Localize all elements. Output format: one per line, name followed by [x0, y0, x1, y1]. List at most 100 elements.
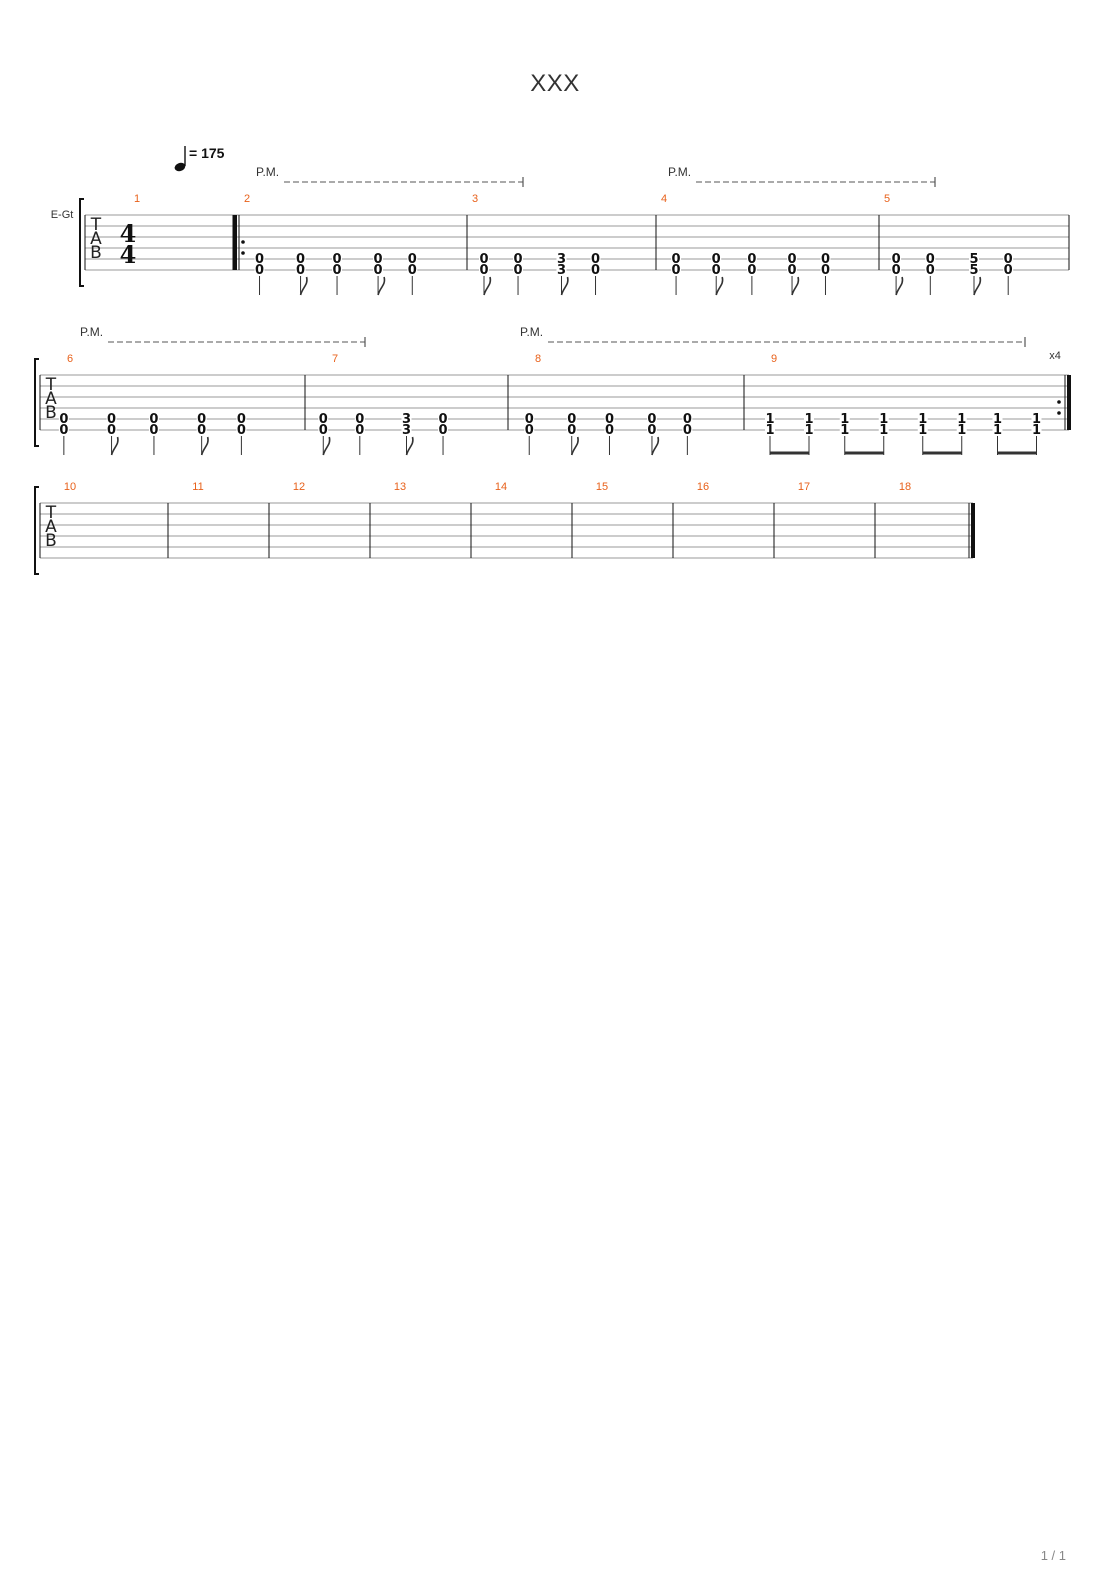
fret-background — [148, 424, 159, 435]
fret-background — [236, 413, 247, 424]
eighth-flag — [405, 436, 414, 456]
fret-number: 1 — [840, 412, 849, 427]
measure-number: 18 — [899, 481, 911, 493]
note-chord: 00 — [711, 252, 724, 296]
fret-number: 1 — [918, 412, 927, 427]
fret-number: 0 — [479, 263, 488, 278]
tempo-marking: = 175 — [174, 145, 225, 172]
fret-number: 0 — [333, 263, 342, 278]
fret-number: 0 — [149, 423, 158, 438]
fret-background — [438, 424, 449, 435]
palm-mute-label: P.M. — [668, 165, 691, 179]
fret-background — [566, 424, 577, 435]
fret-number: 3 — [557, 252, 566, 267]
repeat-dot — [1057, 411, 1061, 415]
eighth-flag — [715, 276, 724, 296]
fret-background — [295, 264, 306, 275]
measure-number: 7 — [332, 353, 338, 365]
fret-number: 0 — [712, 252, 721, 267]
note-chord: 00 — [148, 412, 159, 455]
fret-number: 0 — [374, 252, 383, 267]
note-chord: 11 — [878, 412, 889, 455]
fret-number: 0 — [647, 423, 656, 438]
fret-number: 1 — [918, 423, 927, 438]
note-chord: 00 — [604, 412, 615, 455]
note-chord: 11 — [992, 412, 1003, 455]
fret-background — [106, 413, 117, 424]
fret-background — [746, 253, 757, 264]
fret-background — [604, 413, 615, 424]
measure-number: 11 — [192, 481, 203, 493]
fret-background — [956, 413, 967, 424]
measure-number: 1 — [134, 193, 140, 205]
fret-background — [556, 253, 567, 264]
fret-background — [992, 413, 1003, 424]
fret-background — [917, 424, 928, 435]
eighth-flag — [570, 436, 579, 456]
eighth-flag — [973, 276, 982, 296]
tab-clef-a: A — [45, 389, 57, 409]
fret-number: 0 — [567, 423, 576, 438]
fret-background — [765, 424, 775, 435]
fret-background — [992, 424, 1003, 435]
fret-number: 0 — [514, 252, 523, 267]
fret-background — [646, 424, 657, 435]
fret-number: 0 — [319, 412, 328, 427]
fret-number: 0 — [197, 423, 206, 438]
measure-number: 17 — [798, 481, 810, 493]
fret-number: 0 — [747, 252, 756, 267]
fret-number: 0 — [333, 252, 342, 267]
fret-background — [925, 264, 936, 275]
measure-number: 5 — [884, 193, 890, 205]
fret-number: 0 — [672, 263, 681, 278]
fret-number: 0 — [237, 412, 246, 427]
eighth-flag — [895, 276, 904, 296]
note-chord: 11 — [804, 412, 814, 455]
fret-background — [373, 253, 384, 264]
note-chord: 00 — [820, 252, 831, 295]
fret-number: 1 — [840, 423, 849, 438]
measure-number: 8 — [535, 353, 541, 365]
fret-background — [254, 253, 265, 264]
fret-number: 0 — [355, 423, 364, 438]
fret-background — [254, 264, 265, 275]
fret-number: 0 — [525, 423, 534, 438]
measure-number: 12 — [293, 481, 305, 493]
fret-number: 0 — [107, 423, 116, 438]
note-chord: 00 — [513, 252, 524, 295]
fret-number: 0 — [514, 263, 523, 278]
fret-background — [820, 264, 831, 275]
fret-number: 0 — [747, 263, 756, 278]
fret-background — [438, 413, 449, 424]
fret-background — [106, 424, 117, 435]
note-chord: 00 — [1003, 252, 1014, 295]
palm-mute-marking: P.M. — [520, 325, 1026, 347]
note-chord: 00 — [891, 252, 904, 296]
eighth-flag — [791, 276, 800, 296]
fret-background — [236, 424, 247, 435]
note-chord: 00 — [746, 252, 757, 295]
measure-number: 9 — [771, 353, 777, 365]
fret-background — [671, 264, 682, 275]
fret-number: 0 — [197, 412, 206, 427]
fret-number: 0 — [647, 412, 656, 427]
fret-number: 0 — [479, 252, 488, 267]
fret-background — [58, 424, 69, 435]
tab-clef-b: B — [45, 531, 57, 551]
note-chord: 00 — [332, 252, 343, 295]
measure-16: 16 — [697, 481, 775, 558]
fret-number: 0 — [605, 423, 614, 438]
fret-background — [590, 264, 601, 275]
fret-background — [479, 253, 490, 264]
fret-number: 1 — [993, 412, 1002, 427]
eighth-flag — [322, 436, 331, 456]
fret-number: 0 — [255, 263, 264, 278]
fret-background — [354, 424, 365, 435]
measure-number: 3 — [472, 193, 478, 205]
measure-number: 6 — [67, 353, 73, 365]
fret-background — [196, 424, 207, 435]
